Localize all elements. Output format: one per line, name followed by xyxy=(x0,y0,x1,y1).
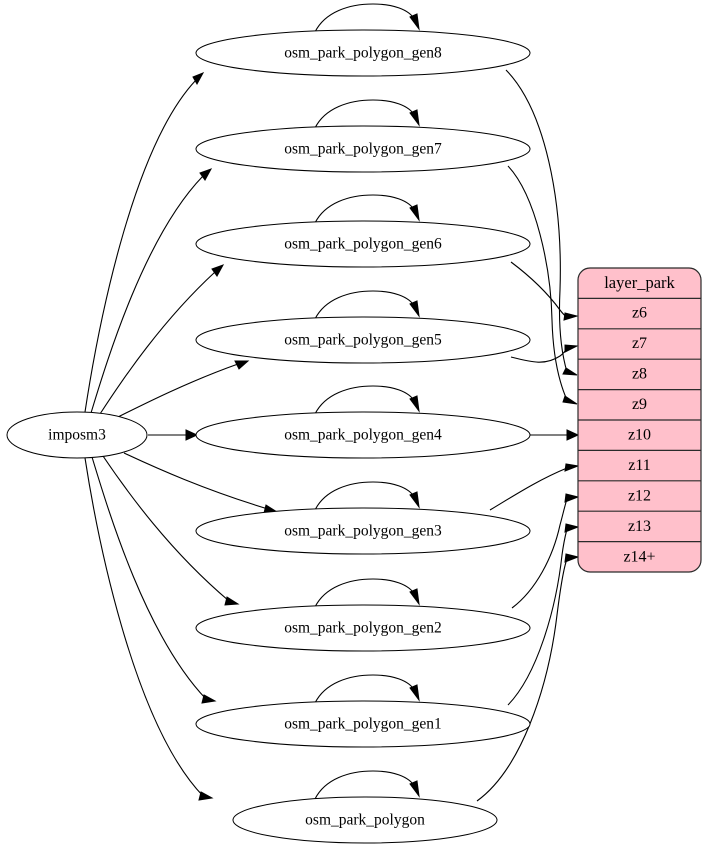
edge-gen6-to-z6 xyxy=(510,261,579,321)
edge-imposm3-to-gen3 xyxy=(123,452,279,514)
edge-imposm3-to-gen1 xyxy=(91,456,217,704)
edge-imposm3-to-gen4 xyxy=(148,429,199,441)
edge-gen7-to-z9 xyxy=(507,165,578,405)
node-gen8[interactable]: osm_park_polygon_gen8 xyxy=(195,29,531,77)
table-row-z12[interactable]: z12 xyxy=(628,488,651,505)
node-gen8-label: osm_park_polygon_gen8 xyxy=(284,45,442,62)
table-row-z7[interactable]: z7 xyxy=(632,335,647,352)
node-gen7-label: osm_park_polygon_gen7 xyxy=(284,141,442,158)
self-loop-gen8 xyxy=(314,3,420,33)
edge-imposm3-to-base xyxy=(84,457,214,801)
self-loop-gen4 xyxy=(314,385,420,415)
graph-nodes: imposm3 osm_park_polygon_gen8 osm_park_p… xyxy=(6,29,531,844)
node-imposm3-label: imposm3 xyxy=(48,427,106,444)
self-loop-gen5 xyxy=(314,290,420,320)
edge-imposm3-to-gen8 xyxy=(84,72,205,413)
node-gen7[interactable]: osm_park_polygon_gen7 xyxy=(195,125,531,173)
table-row-z14-plus[interactable]: z14+ xyxy=(623,549,655,566)
edge-gen8-to-z8 xyxy=(505,69,578,376)
edges-from-imposm3 xyxy=(84,72,279,801)
node-gen1-label: osm_park_polygon_gen1 xyxy=(284,716,442,733)
edge-imposm3-to-gen6 xyxy=(99,264,225,415)
edges-to-layer-park xyxy=(476,69,580,802)
self-loop-base xyxy=(314,770,420,800)
edge-gen1-to-z13 xyxy=(507,523,580,706)
edge-base-to-z14 xyxy=(476,553,580,802)
node-gen1[interactable]: osm_park_polygon_gen1 xyxy=(195,700,531,748)
node-imposm3[interactable]: imposm3 xyxy=(6,411,148,459)
table-row-z11[interactable]: z11 xyxy=(628,457,651,474)
self-loops xyxy=(314,3,420,800)
table-row-z9[interactable]: z9 xyxy=(632,396,647,413)
node-gen6[interactable]: osm_park_polygon_gen6 xyxy=(195,220,531,268)
table-row-z6[interactable]: z6 xyxy=(632,305,647,322)
node-gen5-label: osm_park_polygon_gen5 xyxy=(284,332,442,349)
self-loop-gen6 xyxy=(314,194,420,224)
self-loop-gen7 xyxy=(314,99,420,129)
node-gen2-label: osm_park_polygon_gen2 xyxy=(284,620,442,637)
edge-gen3-to-z11 xyxy=(489,463,580,511)
node-osm-park-polygon-label: osm_park_polygon xyxy=(305,812,425,829)
self-loop-gen2 xyxy=(314,578,420,608)
node-gen5[interactable]: osm_park_polygon_gen5 xyxy=(195,316,531,364)
edge-gen2-to-z12 xyxy=(511,493,580,609)
node-osm-park-polygon[interactable]: osm_park_polygon xyxy=(232,796,498,844)
node-gen3[interactable]: osm_park_polygon_gen3 xyxy=(195,507,531,555)
table-row-z13[interactable]: z13 xyxy=(628,518,651,535)
self-loop-gen3 xyxy=(314,481,420,511)
node-gen6-label: osm_park_polygon_gen6 xyxy=(284,236,442,253)
node-gen2[interactable]: osm_park_polygon_gen2 xyxy=(195,604,531,652)
edge-gen5-to-z7 xyxy=(510,344,579,363)
table-row-z8[interactable]: z8 xyxy=(632,366,647,383)
edge-gen4-to-z10 xyxy=(530,429,580,441)
node-gen4[interactable]: osm_park_polygon_gen4 xyxy=(195,411,531,459)
table-row-layer-park: layer_park xyxy=(604,273,675,292)
layer-park-table[interactable]: layer_park z6 z7 z8 z9 z10 z11 z12 z13 z… xyxy=(577,267,702,573)
node-gen4-label: osm_park_polygon_gen4 xyxy=(284,427,442,444)
edge-imposm3-to-gen2 xyxy=(102,455,240,606)
table-row-z10[interactable]: z10 xyxy=(628,427,651,444)
edge-imposm3-to-gen7 xyxy=(90,168,213,414)
edge-imposm3-to-gen5 xyxy=(115,360,250,419)
self-loop-gen1 xyxy=(314,674,420,704)
node-gen3-label: osm_park_polygon_gen3 xyxy=(284,523,442,540)
